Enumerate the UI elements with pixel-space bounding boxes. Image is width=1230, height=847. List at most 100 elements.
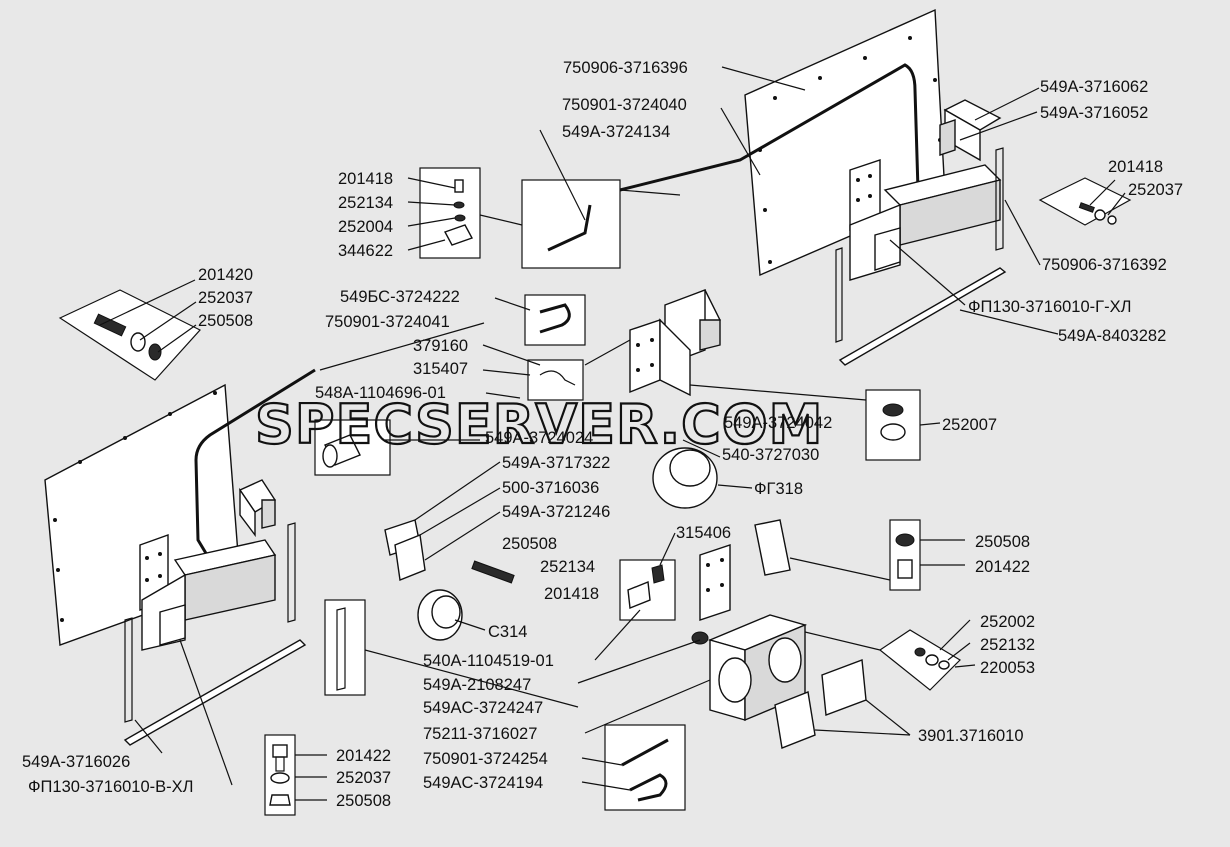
- label-252134-top: 252134: [338, 194, 393, 212]
- right-wire-harness: [619, 63, 920, 202]
- clip-379160: [539, 370, 576, 386]
- label-201418-top: 201418: [338, 170, 393, 188]
- label-75211-3716027: 75211-3716027: [423, 725, 537, 743]
- label-252004: 252004: [338, 218, 393, 236]
- label-549a-3721246: 549A-3721246: [502, 503, 610, 521]
- fastener-box-left-top: [58, 289, 201, 381]
- right-strip-right: [995, 147, 1004, 251]
- label-549ac-3724194: 549AC-3724194: [423, 774, 543, 792]
- label-540a-1104519-01: 540A-1104519-01: [423, 652, 554, 670]
- lenses-3901-3716010: [774, 659, 867, 749]
- wire-box-lower: [604, 724, 686, 811]
- label-250508-center: 250508: [502, 535, 557, 553]
- lamp-c314: [417, 589, 463, 641]
- pipe-549a-3724134: [547, 204, 592, 252]
- label-549a-3717322: 549A-3717322: [502, 454, 610, 472]
- left-strip-right: [287, 522, 296, 623]
- fastener-box-252002: [878, 629, 961, 691]
- fastener-set-252002: [914, 647, 950, 670]
- label-220053: 220053: [980, 659, 1035, 677]
- label-252037-left: 252037: [198, 289, 253, 307]
- label-548a-1104696-01: 548A-1104696-01: [315, 384, 446, 402]
- fastener-set-left-bottom: [269, 744, 291, 806]
- label-549a-2108247: 549A-2108247: [423, 676, 531, 694]
- sleeve-548a-1104696: [322, 434, 361, 468]
- bolt-set-center: [471, 560, 515, 584]
- strip-549ac-3724247: [336, 607, 346, 691]
- label-549a-3716062: 549A-3716062: [1040, 78, 1148, 96]
- pipe-box: [521, 179, 621, 269]
- label-252002: 252002: [980, 613, 1035, 631]
- part-315406: [627, 564, 665, 609]
- part-labels: 750906-3716396 750901-3724040 549A-37241…: [22, 59, 1183, 810]
- leader-lines: [99, 66, 1126, 801]
- label-252037-right: 252037: [1128, 181, 1183, 199]
- label-252134-center: 252134: [540, 558, 595, 576]
- label-fg318: ФГ318: [754, 480, 803, 498]
- left-wire-harness: [194, 368, 316, 561]
- right-bracket-upper: [939, 99, 1002, 162]
- label-549a-3724024: 549A-3724024: [485, 429, 593, 447]
- label-549a-8403282: 549A-8403282: [1058, 327, 1166, 345]
- label-201418-center: 201418: [544, 585, 599, 603]
- label-750901-3724041: 750901-3724041: [325, 313, 450, 331]
- label-fp130-v-xl: ФП130-3716010-В-ХЛ: [28, 778, 194, 796]
- label-750901-3724254: 750901-3724254: [423, 750, 548, 768]
- label-750906-3716392: 750906-3716392: [1042, 256, 1167, 274]
- bolt-201422: [895, 533, 915, 579]
- wire-750901-3724254: [621, 738, 669, 767]
- fastener-set-left-top: [93, 313, 162, 361]
- label-c314: С314: [488, 623, 527, 641]
- label-315407: 315407: [413, 360, 468, 378]
- label-750901-3724040: 750901-3724040: [562, 96, 687, 114]
- clip-box-379160: [527, 359, 584, 401]
- label-fp130-g-xl: ФП130-3716010-Г-ХЛ: [968, 298, 1131, 316]
- fastener-box-top: [419, 167, 481, 259]
- label-252037-bottom: 252037: [336, 769, 391, 787]
- label-540-3727030: 540-3727030: [722, 446, 819, 464]
- label-201422-left: 201422: [336, 747, 391, 765]
- label-252132: 252132: [980, 636, 1035, 654]
- label-549a-3724042: 549A-3724042: [724, 414, 832, 432]
- label-250508-right: 250508: [975, 533, 1030, 551]
- label-3901-3716010: 3901.3716010: [918, 727, 1024, 745]
- left-lamp-housing: [141, 539, 277, 651]
- label-315406: 315406: [676, 524, 731, 542]
- u-wire-549ac-3724194: [629, 773, 668, 802]
- center-bracket-lower: [629, 318, 691, 397]
- u-bolt-549bc-3724222: [539, 303, 571, 334]
- label-549ac-3724247: 549AC-3724247: [423, 699, 543, 717]
- label-344622: 344622: [338, 242, 393, 260]
- left-long-strip: [123, 639, 307, 746]
- nut-252007: [880, 403, 906, 441]
- bolt-box-201422: [889, 519, 921, 591]
- lamp-fg318: [652, 447, 718, 509]
- center-lower-bracket: [699, 519, 791, 621]
- label-750906-3716396: 750906-3716396: [563, 59, 688, 77]
- label-201418-right: 201418: [1108, 158, 1163, 176]
- label-549a-3716026: 549A-3716026: [22, 753, 130, 771]
- right-strip-left: [835, 247, 843, 343]
- u-bolt-box-549bc: [524, 294, 586, 346]
- label-250508-bottom: 250508: [336, 792, 391, 810]
- fastener-box-right: [1038, 177, 1132, 226]
- label-549bc-3724222: 549БС-3724222: [340, 288, 460, 306]
- label-549a-3724134: 549A-3724134: [562, 123, 670, 141]
- left-strip-left: [124, 617, 133, 723]
- label-252007: 252007: [942, 416, 997, 434]
- label-201420: 201420: [198, 266, 253, 284]
- fastener-set-right: [1078, 202, 1117, 225]
- label-379160: 379160: [413, 337, 468, 355]
- label-201422-right: 201422: [975, 558, 1030, 576]
- watermark: SPECSERVER.COM: [255, 393, 823, 456]
- label-549a-3716052: 549A-3716052: [1040, 104, 1148, 122]
- label-250508-left: 250508: [198, 312, 253, 330]
- right-long-strip: [838, 267, 1007, 366]
- housing-75211-3716027: [707, 614, 808, 722]
- brackets-500-3716036: [384, 519, 426, 581]
- right-lamp-housing: [849, 164, 1002, 281]
- left-bracket-upper: [238, 479, 276, 538]
- fastener-set-top: [443, 179, 474, 246]
